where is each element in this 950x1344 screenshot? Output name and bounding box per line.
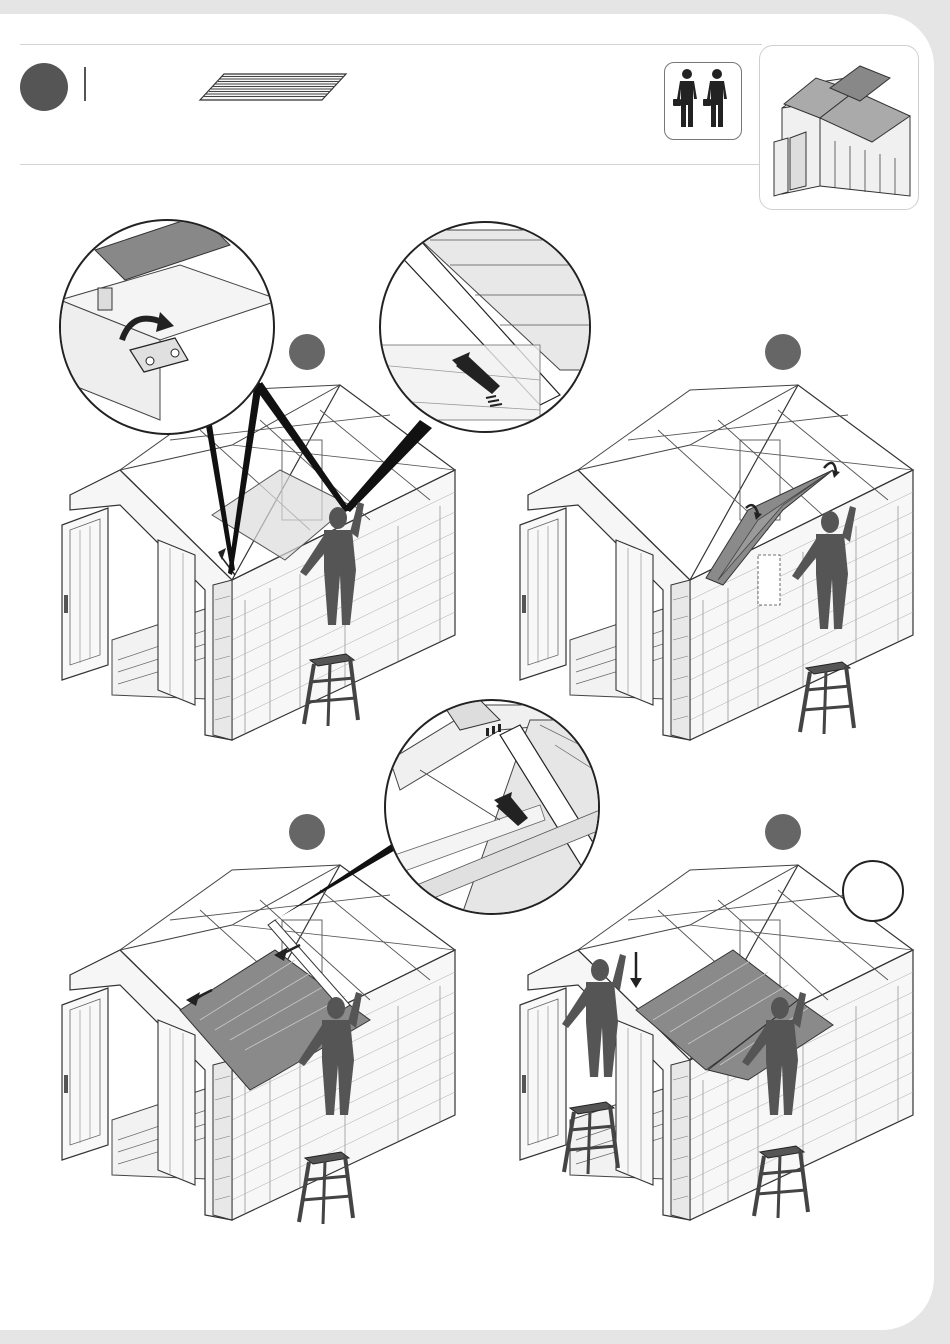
substep-badge-4 <box>765 814 801 850</box>
substep-badge-2 <box>765 334 801 370</box>
panel-rotate-roof-panel <box>520 334 913 740</box>
substep-badge-1 <box>289 334 325 370</box>
roof-latch-detail <box>60 215 280 434</box>
ridge-slide-detail <box>380 700 610 920</box>
panel-slide-roof-panel <box>62 814 455 1224</box>
substep-badge-3 <box>289 814 325 850</box>
empty-callout-circle-icon <box>843 861 903 921</box>
roof-slide-detail <box>380 222 600 432</box>
